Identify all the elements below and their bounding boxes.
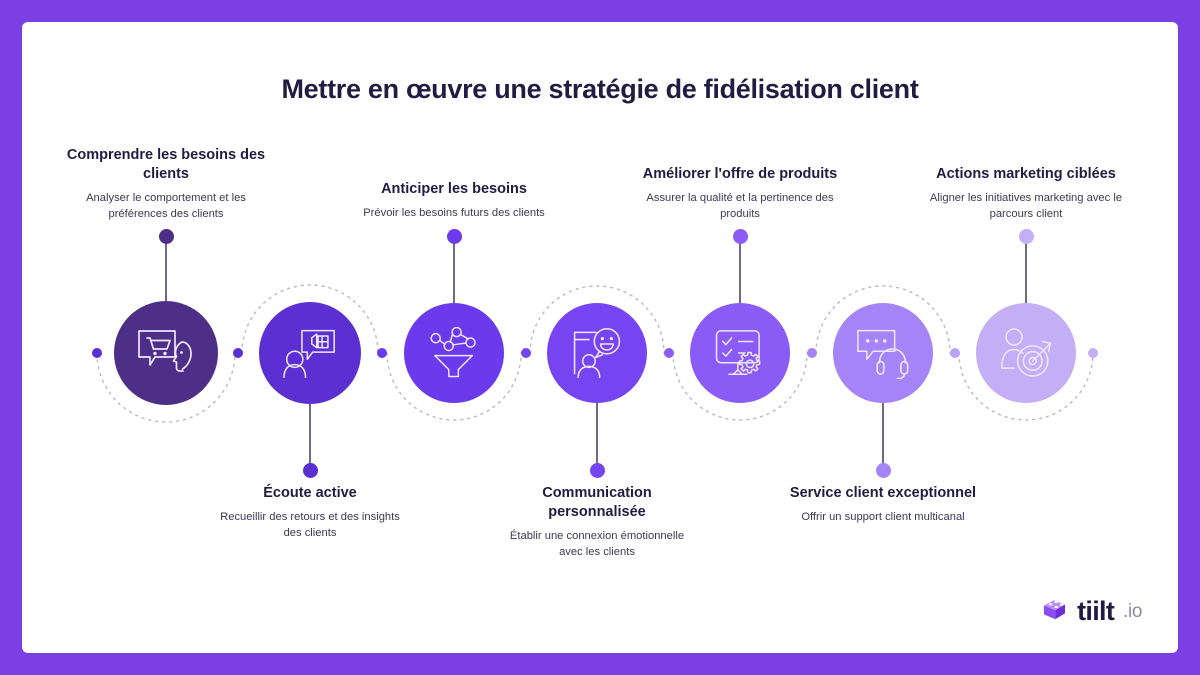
step-marker-dot	[875, 462, 891, 478]
step-marker-dot	[158, 228, 174, 244]
step-title: Communication personnalisée	[542, 485, 652, 521]
step-description: Aligner les initiatives marketing avec l…	[929, 192, 1123, 220]
network-funnel-icon	[427, 327, 481, 379]
step-circle-2[interactable]	[259, 302, 361, 404]
step-connector-line	[453, 236, 455, 303]
step-marker-dot	[589, 462, 605, 478]
connector-dot	[377, 348, 387, 358]
step-marker-dot	[1018, 228, 1034, 244]
step-circle-1[interactable]	[114, 301, 218, 405]
step-marker-dot	[446, 228, 462, 244]
step-circle-5[interactable]	[690, 303, 790, 403]
step-circle-3[interactable]	[404, 303, 504, 403]
step-description: Prévoir les besoins futurs des clients	[363, 207, 545, 220]
step-marker-dot	[302, 462, 318, 478]
person-target-dart-icon	[999, 327, 1054, 379]
step-marker-dot	[732, 228, 748, 244]
step-connector-line	[739, 236, 741, 303]
step-title: Améliorer l'offre de produits	[642, 166, 838, 182]
step-description: Établir une connexion émotionnelle avec …	[509, 530, 685, 558]
checklist-gear-icon	[713, 327, 768, 379]
step-description: Recueillir des retours et des insights d…	[220, 511, 400, 539]
step-description: Assurer la qualité et la pertinence des …	[646, 192, 834, 220]
infographic-card: Mettre en œuvre une stratégie de fidélis…	[22, 22, 1178, 653]
step-connector-line	[882, 403, 884, 470]
connector-dot	[233, 348, 243, 358]
step-description: Analyser le comportement et les préféren…	[86, 192, 246, 220]
connector-dot	[806, 348, 817, 358]
connector-dot	[520, 348, 531, 358]
step-title: Service client exceptionnel	[789, 485, 977, 501]
step-connector-line	[1025, 236, 1027, 303]
page-title: Mettre en œuvre une stratégie de fidélis…	[281, 74, 919, 104]
chat-headset-icon	[855, 327, 911, 379]
step-circle-7[interactable]	[976, 303, 1076, 403]
brick-logo-icon	[1040, 596, 1068, 627]
step-title: Comprendre les besoins des clients	[66, 147, 266, 183]
step-circle-6[interactable]	[833, 303, 933, 403]
step-title: Anticiper les besoins	[381, 181, 527, 197]
connector-dot	[949, 348, 960, 358]
step-connector-line	[596, 403, 598, 470]
step-connector-line	[309, 404, 311, 470]
connector-dot	[1088, 348, 1098, 358]
cart-speech-bubble-profile-icon	[135, 324, 197, 382]
brand-logo: tiilt .io	[1040, 596, 1142, 627]
connector-dot	[663, 348, 674, 358]
person-smiley-bubble-icon	[569, 327, 625, 379]
logo-tld-text: .io	[1123, 601, 1142, 622]
connector-dot	[92, 348, 102, 358]
person-feedback-bubble-icon	[282, 327, 338, 379]
logo-brand-text: tiilt	[1077, 596, 1115, 626]
step-title: Écoute active	[263, 485, 357, 501]
step-title: Actions marketing ciblées	[936, 166, 1116, 182]
step-description: Offrir un support client multicanal	[801, 511, 965, 524]
step-connector-line	[165, 236, 167, 301]
step-circle-4[interactable]	[547, 303, 647, 403]
